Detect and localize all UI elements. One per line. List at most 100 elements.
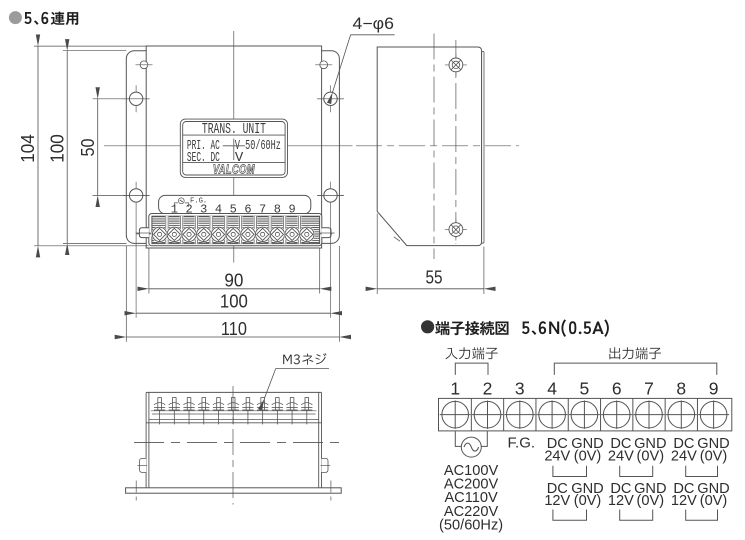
- wiring-terminal-number-4: 4: [547, 379, 557, 399]
- output-pair-12v: DC 12V GND (0V): [544, 481, 603, 509]
- voltage-12v-label: 12V: [608, 493, 634, 509]
- block-ear-left: [135, 227, 151, 239]
- wiring-terminal-number-3: 3: [515, 379, 525, 399]
- output-pair-12v: DC 12V GND (0V): [671, 481, 730, 509]
- ac-voltage-list: AC100V AC200V AC110V AC220V (50/60Hz): [439, 463, 503, 533]
- ac-voltage-2: AC110V: [444, 490, 498, 506]
- dim-text-50: 50: [77, 139, 98, 157]
- terminal-screw: [254, 225, 272, 243]
- output-pair-12v: DC 12V GND (0V): [608, 481, 667, 509]
- screw-callout-text: [283, 353, 327, 365]
- gnd-label: GND: [634, 481, 666, 497]
- terminal-screw: [298, 225, 316, 243]
- dc-label: DC: [673, 481, 694, 497]
- front-dimensions: 104 100 50 90 100 110: [17, 34, 351, 342]
- terminal-screw: [268, 225, 286, 243]
- gnd-label: GND: [571, 481, 603, 497]
- front-terminal-number-3: 3: [200, 203, 207, 217]
- pair-bracket-12v: [619, 509, 654, 521]
- case-clip-left: [137, 458, 147, 473]
- zero-volt-label: (0V): [637, 449, 665, 465]
- case-screw: [135, 60, 153, 70]
- nameplate-pri-value: V 50/60Hz: [235, 138, 281, 154]
- ac-source: [454, 431, 488, 458]
- hole-callout-text: 4−φ6: [353, 15, 395, 33]
- zero-volt-label: (0V): [574, 493, 602, 509]
- input-bracket: [454, 362, 489, 375]
- wiring-terminal-number-9: 9: [709, 379, 719, 399]
- legend: [8, 11, 79, 26]
- dc-label: DC: [673, 436, 694, 452]
- front-terminal-number-5: 5: [230, 203, 237, 217]
- front-terminal-number-2: 2: [185, 203, 192, 217]
- hole-callout: 4−φ6: [326, 15, 395, 105]
- sine-wave-icon: [463, 442, 480, 452]
- pair-bracket-12v: [552, 509, 587, 521]
- input-terminals-label: [445, 347, 498, 360]
- gnd-label: GND: [634, 436, 666, 452]
- case-clip-right: [320, 458, 331, 473]
- base-plate: [125, 487, 342, 494]
- fg-terminal-label: F.G.: [508, 435, 536, 452]
- front-terminal-number-1: 1: [171, 203, 178, 217]
- front-ac-mark: [173, 197, 190, 207]
- voltage-24v-label: 24V: [608, 449, 634, 465]
- side-view: 55: [356, 33, 519, 294]
- dc-label: DC: [610, 436, 631, 452]
- case-screw: [315, 60, 333, 70]
- ac-voltage-0: AC100V: [444, 463, 499, 479]
- voltage-24v-label: 24V: [671, 449, 697, 465]
- wiring-diagram: 1 2 3 4 5 6 7 8 9 AC100V AC200V AC110V A…: [421, 319, 733, 533]
- nameplate-title: TRANS. UNIT: [202, 121, 266, 138]
- dc-label: DC: [610, 481, 631, 497]
- terminal-screw: [239, 225, 257, 243]
- terminal-screw: [180, 225, 198, 243]
- wiring-terminal-number-2: 2: [483, 379, 493, 399]
- output-terminals-label: [609, 347, 662, 360]
- pair-bracket-24v: [685, 465, 718, 477]
- terminal-screw: [224, 225, 242, 243]
- legend-label: [24, 11, 79, 26]
- terminal-screw: [209, 225, 228, 243]
- ac-voltage-4: (50/60Hz): [439, 517, 503, 533]
- output-bracket: [553, 362, 718, 375]
- wiring-title-bullet-icon: [421, 320, 435, 334]
- gnd-label: GND: [571, 436, 603, 452]
- legend-bullet-icon: [8, 11, 22, 25]
- ac-voltage-3: AC220V: [444, 504, 499, 520]
- dim-text-100h: 100: [220, 291, 248, 312]
- nameplate-logo: VALCOM: [213, 162, 255, 176]
- zero-volt-label: (0V): [574, 449, 602, 465]
- wiring-terminal-number-6: 6: [612, 379, 622, 399]
- terminal-screw: [165, 225, 183, 243]
- wiring-terminal-number-7: 7: [644, 379, 654, 399]
- screw-callout: [258, 353, 329, 411]
- gnd-label: GND: [697, 436, 729, 452]
- nameplate: TRANS. UNIT PRI. AC V 50/60Hz SEC. DC V …: [179, 118, 288, 178]
- nameplate-sec: SEC. DC: [187, 150, 220, 166]
- zero-volt-label: (0V): [637, 493, 665, 509]
- side-dimension: 55: [365, 213, 496, 294]
- pair-bracket-12v: [685, 509, 718, 521]
- front-fg-label: F.G.: [190, 198, 207, 206]
- nameplate-sec-value: V: [235, 150, 244, 166]
- gnd-label: GND: [697, 481, 729, 497]
- dim-text-104: 104: [17, 134, 38, 163]
- wiring-terminal-number-5: 5: [580, 379, 590, 399]
- nameplate-pri: PRI. AC: [187, 138, 220, 154]
- front-terminal-number-8: 8: [274, 203, 281, 217]
- front-terminal-number-4: 4: [215, 203, 222, 217]
- dc-label: DC: [547, 481, 568, 497]
- ac-voltage-1: AC200V: [444, 477, 499, 493]
- dim-text-110: 110: [221, 318, 247, 339]
- dim-text-90: 90: [224, 269, 243, 290]
- terminal-screw: [283, 225, 301, 243]
- terminal-screw: [151, 225, 169, 243]
- zero-volt-label: (0V): [700, 449, 728, 465]
- voltage-12v-label: 12V: [671, 493, 697, 509]
- wiring-title: [435, 321, 509, 336]
- voltage-24v-label: 24V: [544, 449, 570, 465]
- wiring-terminal-number-1: 1: [450, 379, 460, 399]
